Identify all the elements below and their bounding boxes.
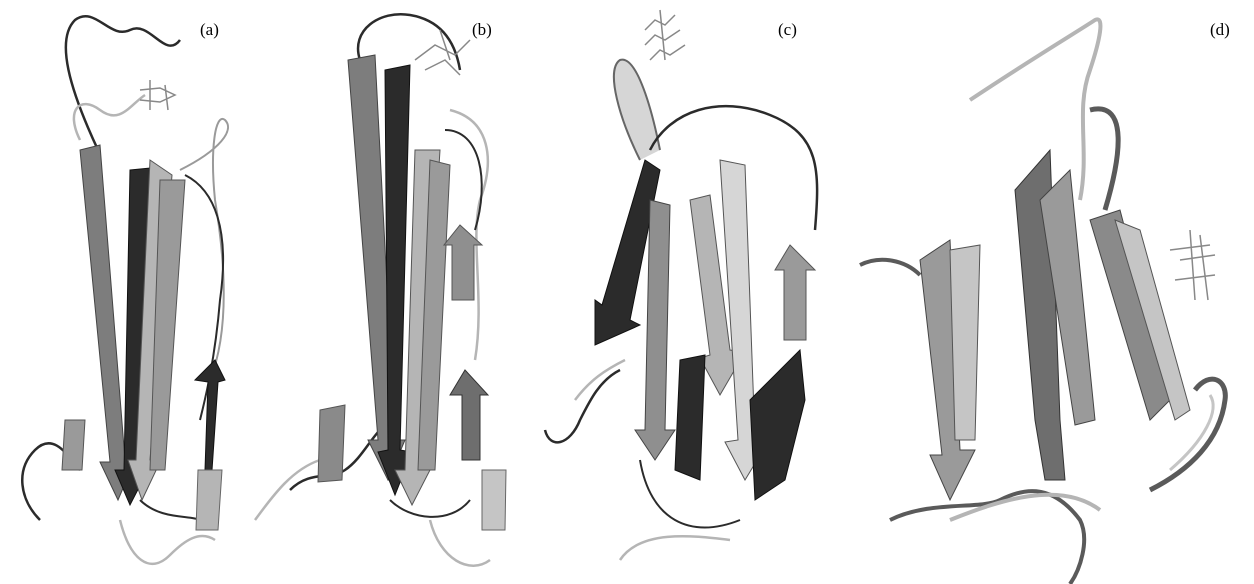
panel-label: (d) — [1210, 20, 1230, 40]
panel-b: (b) — [250, 0, 540, 584]
ligand-a — [140, 80, 175, 110]
loop-bottom-mid — [390, 500, 470, 517]
loop-bottom-light — [620, 536, 730, 560]
panel-a: (a) — [0, 0, 250, 584]
loop-right — [180, 119, 228, 380]
strand-7 — [750, 350, 805, 500]
strand-8 — [318, 405, 345, 482]
protein-ribbon-b — [250, 0, 540, 584]
loop-left-light — [575, 360, 625, 400]
loop-bottom-left-light — [255, 460, 320, 520]
panel-label: (a) — [200, 20, 219, 40]
strand-6 — [450, 370, 488, 460]
loop-dark-top — [66, 16, 180, 150]
strand-5 — [775, 245, 815, 340]
ligand-d — [1170, 230, 1215, 300]
ligand-b — [415, 30, 470, 75]
strand-6 — [196, 470, 222, 530]
loop-left-dark — [860, 260, 920, 275]
loop-left-dark — [545, 370, 620, 442]
strand-5 — [195, 360, 225, 470]
strand-7 — [62, 420, 85, 470]
panel-label: (c) — [778, 20, 797, 40]
ligand-c — [645, 10, 685, 60]
protein-ribbon-a — [0, 0, 250, 584]
panel-d: (d) — [850, 0, 1254, 584]
loop-top-dark — [1090, 109, 1118, 210]
strand-7 — [482, 470, 506, 530]
strand-2 — [950, 245, 980, 440]
panel-label: (b) — [472, 20, 492, 40]
loop-bottom-dark — [140, 500, 200, 520]
loop-bottom-light — [430, 520, 490, 566]
panel-c: (c) — [540, 0, 850, 584]
protein-ribbon-d — [850, 0, 1254, 584]
protein-ribbon-c — [540, 0, 850, 584]
strand-6 — [675, 355, 705, 480]
